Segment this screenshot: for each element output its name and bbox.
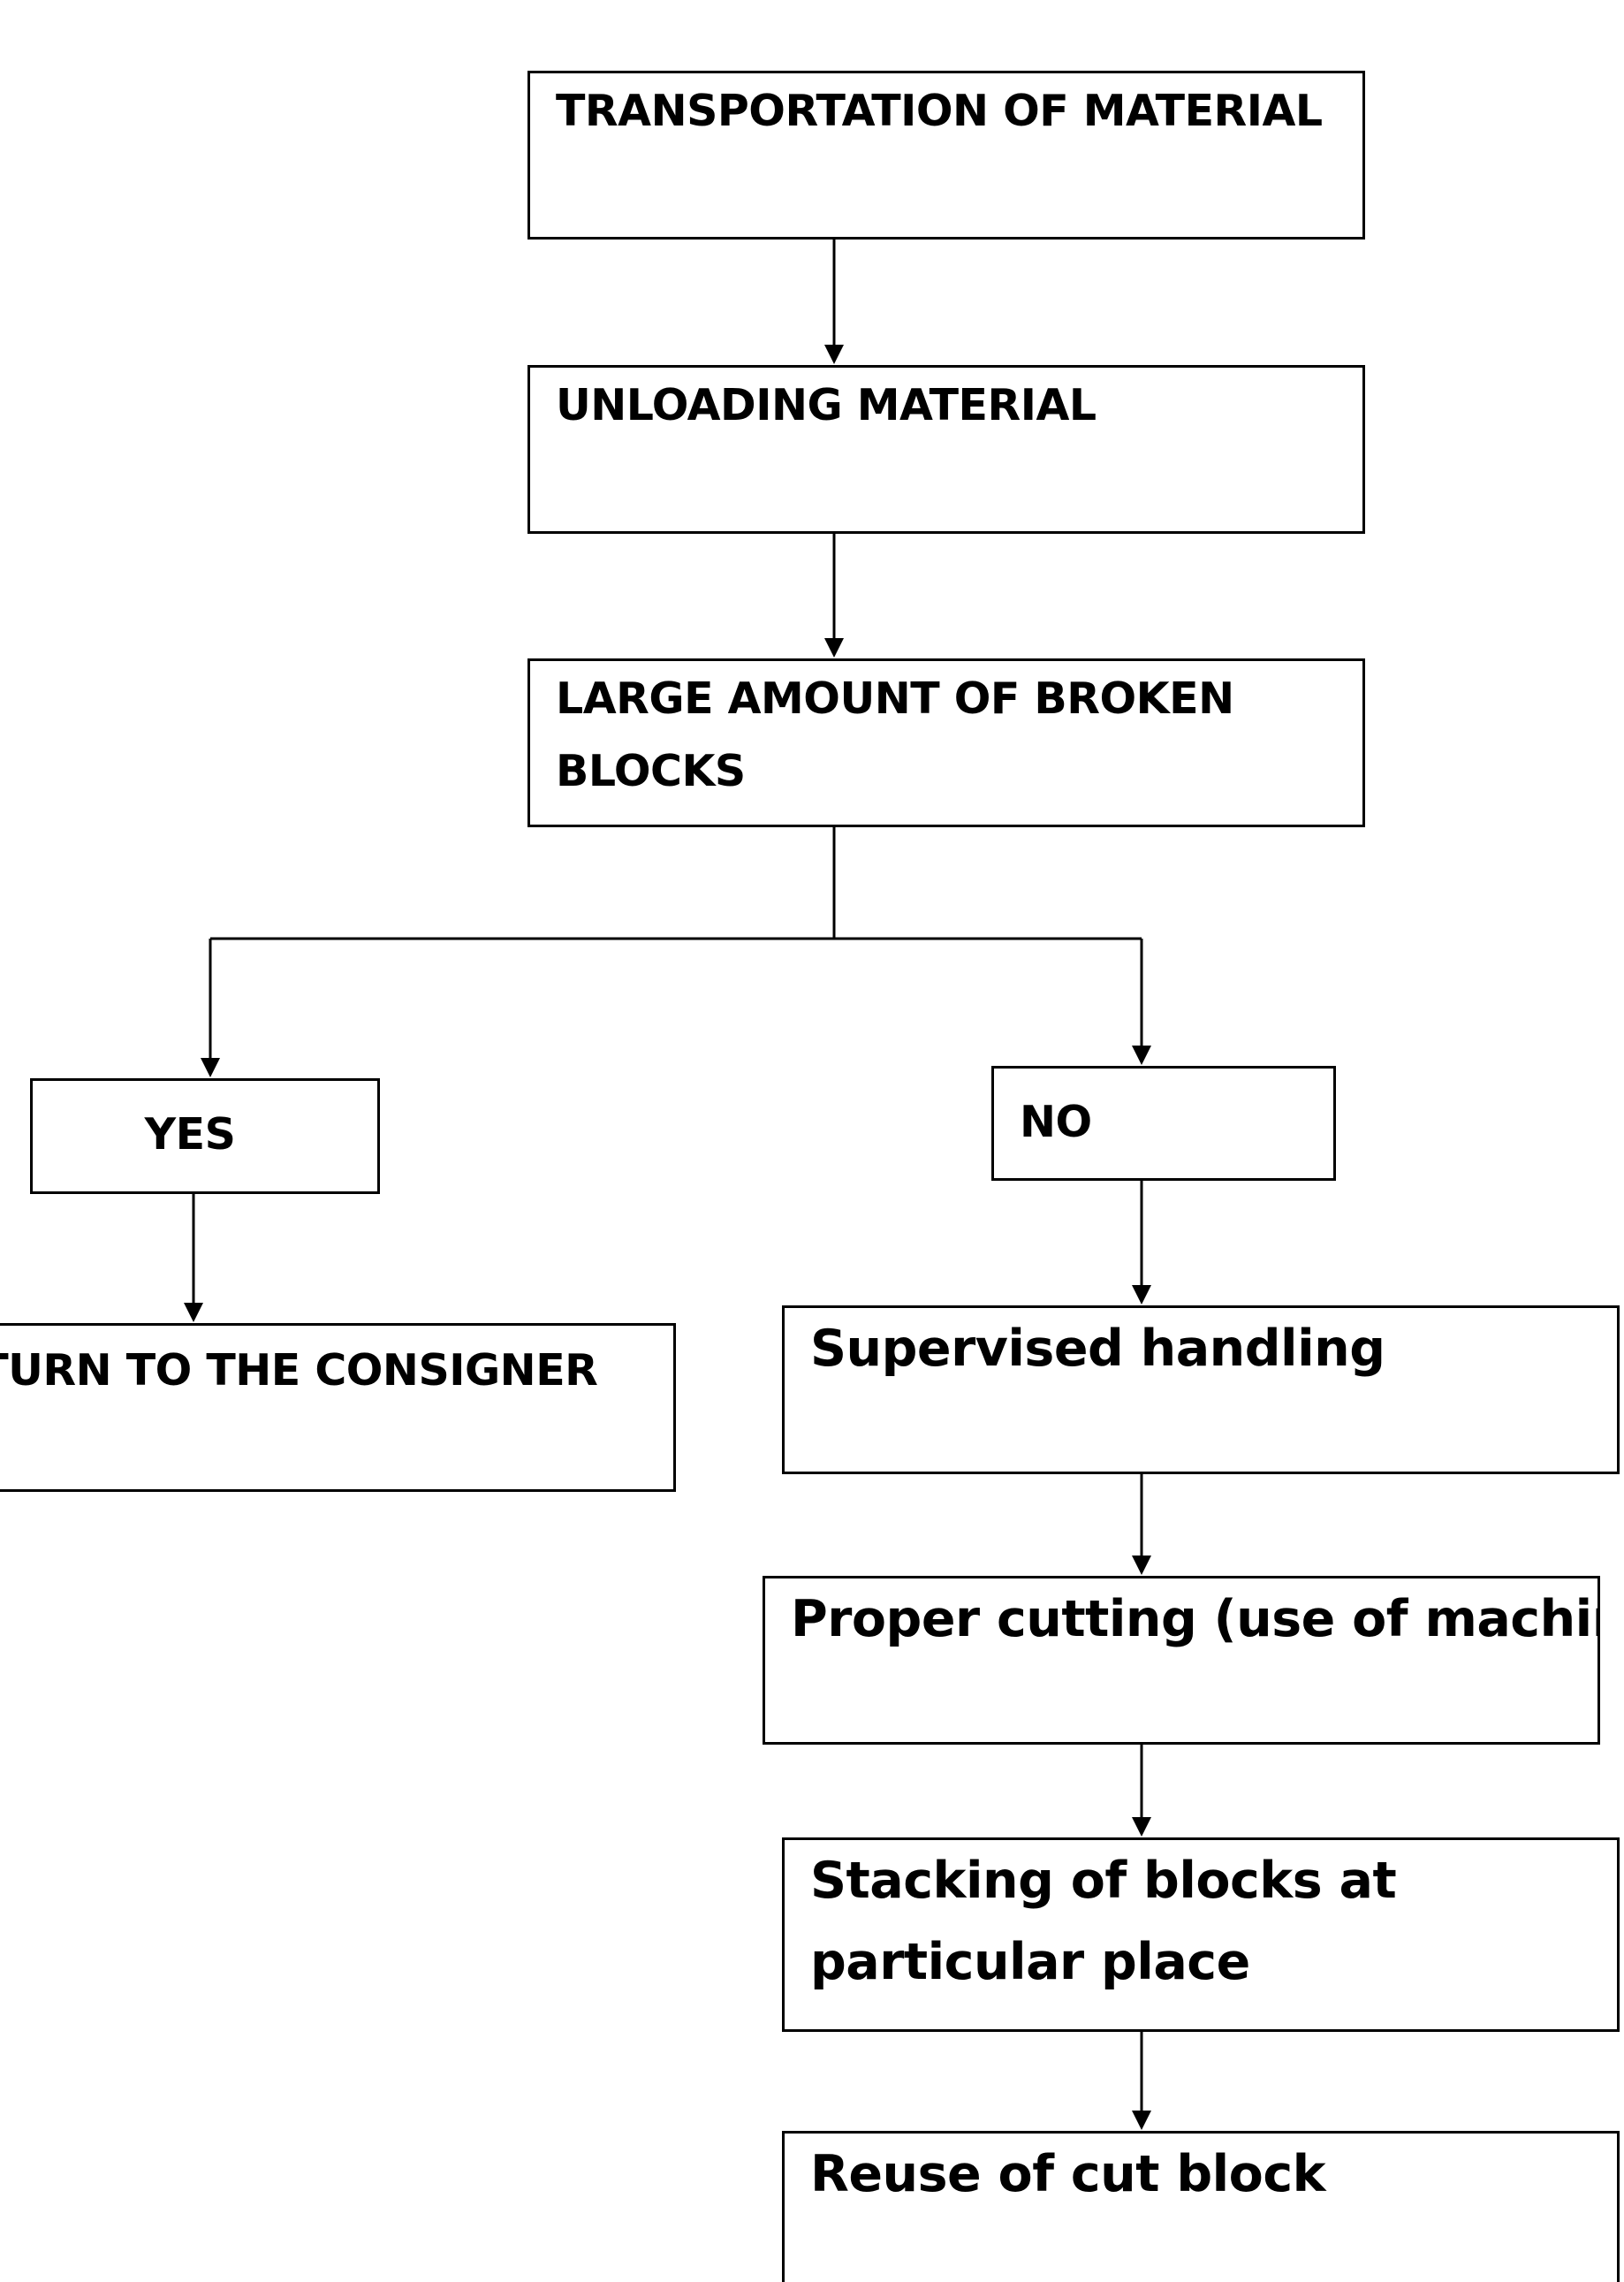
node-yes-label: YES [144, 1109, 236, 1160]
node-proper-cutting-label: Proper cutting (use of machine) [791, 1590, 1600, 1648]
node-transportation-label: TRANSPORTATION OF MATERIAL [556, 86, 1323, 136]
arrowhead-supervised [1132, 1285, 1151, 1305]
arrowhead-broken-blocks [824, 638, 844, 658]
node-unloading-label: UNLOADING MATERIAL [556, 380, 1097, 430]
node-no: NO [991, 1066, 1336, 1181]
arrowhead-no [1132, 1046, 1151, 1065]
node-reuse-label: Reuse of cut block [810, 2145, 1326, 2203]
arrowhead-reuse [1132, 2111, 1151, 2130]
node-broken-blocks-label: LARGE AMOUNT OF BROKEN BLOCKS [556, 673, 1234, 796]
node-broken-blocks: LARGE AMOUNT OF BROKEN BLOCKS [527, 658, 1365, 827]
node-no-label: NO [1020, 1097, 1092, 1147]
node-supervised-handling-label: Supervised handling [810, 1320, 1385, 1378]
node-stacking: Stacking of blocks at particular place [782, 1837, 1620, 2032]
node-supervised-handling: Supervised handling [782, 1305, 1620, 1474]
node-unloading: UNLOADING MATERIAL [527, 365, 1365, 534]
node-yes: YES [30, 1078, 380, 1194]
arrowhead-yes [201, 1058, 220, 1077]
node-return-consigner: RETURN TO THE CONSIGNER [0, 1323, 676, 1492]
node-transportation: TRANSPORTATION OF MATERIAL [527, 71, 1365, 240]
node-return-consigner-label: RETURN TO THE CONSIGNER [0, 1345, 598, 1396]
node-stacking-label: Stacking of blocks at particular place [810, 1852, 1397, 1991]
arrowhead-stacking [1132, 1817, 1151, 1837]
arrowhead-unloading [824, 345, 844, 364]
arrowhead-return [184, 1303, 203, 1322]
node-proper-cutting: Proper cutting (use of machine) [763, 1576, 1600, 1745]
node-reuse: Reuse of cut block [782, 2131, 1620, 2282]
arrowhead-cutting [1132, 1556, 1151, 1575]
